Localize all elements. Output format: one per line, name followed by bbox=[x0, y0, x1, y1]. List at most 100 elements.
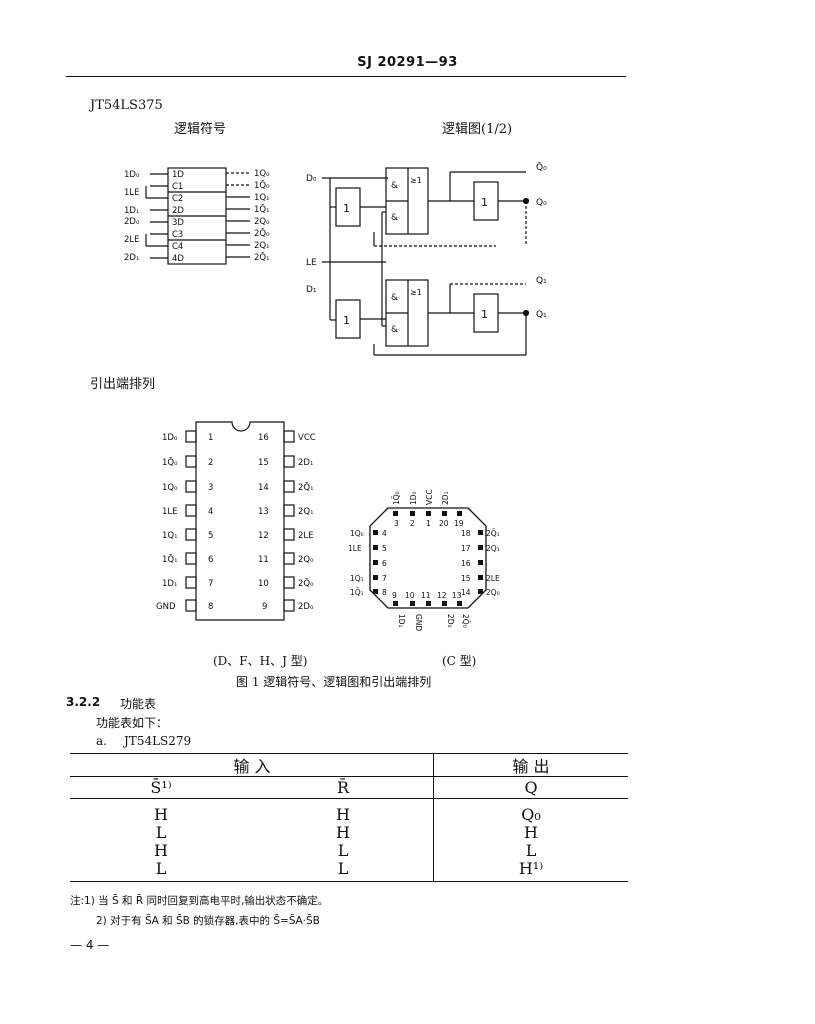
header-rule bbox=[66, 76, 626, 77]
lcc-pin-num: 1 bbox=[426, 519, 431, 528]
table-cell: L bbox=[337, 858, 349, 878]
dip-pin-num: 7 bbox=[208, 579, 213, 589]
caption-pinout: 引出端排列 bbox=[90, 377, 156, 392]
ls-left-label: 2LE bbox=[124, 235, 140, 245]
and-gate-label: & bbox=[391, 293, 398, 303]
dip-pin-name: 2Q₁ bbox=[298, 507, 314, 517]
section-title: 功能表 bbox=[120, 697, 157, 711]
inverter-label: 1 bbox=[481, 308, 488, 321]
ls-right-label: 2Q₁ bbox=[254, 241, 270, 251]
dip-pin-num: 8 bbox=[208, 602, 213, 612]
dip-pin-num: 12 bbox=[258, 531, 269, 541]
table-cell: L bbox=[337, 840, 349, 860]
ls-right-label: 2Q₀ bbox=[254, 217, 270, 227]
ld-output-label: Q₁ bbox=[536, 310, 547, 320]
ls-left-label: 1LE bbox=[124, 188, 140, 198]
lcc-pin-num: 15 bbox=[461, 574, 471, 583]
ls-cell: C4 bbox=[172, 242, 183, 252]
lcc-pin-name: 2LE bbox=[486, 574, 500, 583]
dip-package: 1D₀ 1Q̄₀ 1Q₀ 1LE 1Q₁ 1Q̄₁ 1D₁ GND 1 2 3 … bbox=[156, 421, 316, 621]
ls-left-label: 2D₀ bbox=[124, 217, 140, 227]
table-header: Q bbox=[524, 778, 538, 797]
lcc-pin-num: 17 bbox=[461, 544, 471, 553]
ls-left-label: 1D₀ bbox=[124, 170, 140, 180]
lcc-pin-name: 2D₀ bbox=[446, 614, 455, 628]
dip-pin-name: 1Q₁ bbox=[162, 531, 178, 541]
table-cell: H bbox=[524, 822, 538, 842]
lcc-pin-name: 1D₀ bbox=[409, 491, 418, 505]
page-number: — 4 — bbox=[70, 938, 110, 952]
table-cell: Q₀ bbox=[521, 804, 541, 824]
dip-pin-name: GND bbox=[156, 602, 176, 612]
table-row: L H H bbox=[70, 822, 628, 842]
and-gate-label: & bbox=[391, 325, 398, 335]
dip-pin-num: 14 bbox=[258, 483, 269, 493]
ls-cell: C3 bbox=[172, 230, 183, 240]
dip-pin-num: 4 bbox=[208, 507, 213, 517]
lcc-pin-name: 2Q₁ bbox=[486, 544, 500, 553]
lcc-pin-num: 3 bbox=[394, 519, 399, 528]
lcc-pin-num: 4 bbox=[382, 529, 387, 538]
ls-right-label: 2Q̄₁ bbox=[254, 251, 270, 263]
logic-symbol: 1D₀ 1LE 1D₁ 2D₀ 2LE 2D₁ 1D C1 C2 2D 3D C… bbox=[124, 167, 270, 265]
lcc-pin-num: 5 bbox=[382, 544, 387, 553]
document-code: SJ 20291—93 bbox=[357, 55, 458, 70]
table-row: L L H¹⁾ bbox=[70, 858, 628, 878]
ls-left-label: 1D₁ bbox=[124, 206, 139, 216]
ls-right-label: 1Q₀ bbox=[254, 169, 270, 179]
ls-cell: 4D bbox=[172, 254, 184, 264]
lcc-pin-num: 10 bbox=[405, 591, 415, 600]
caption-dip: (D、F、H、J 型) bbox=[213, 654, 308, 668]
device-name: JT54LS375 bbox=[90, 98, 163, 113]
dip-pin-num: 15 bbox=[258, 458, 269, 468]
table-cell: L bbox=[525, 840, 537, 860]
table-header: R̄ bbox=[336, 778, 350, 797]
lcc-pin-num: 13 bbox=[452, 591, 462, 600]
table-row: H L L bbox=[70, 840, 628, 860]
caption-logic-symbol: 逻辑符号 bbox=[174, 122, 227, 137]
dip-pin-name: 1Q₀ bbox=[162, 483, 178, 493]
table-divider bbox=[433, 754, 434, 882]
lcc-package: 3 2 1 20 19 1Q̄₀ 1D₀ VCC 2D₁ 4 5 6 7 8 1… bbox=[348, 489, 500, 631]
inverter-label: 1 bbox=[343, 202, 350, 215]
lcc-pin-num: 12 bbox=[437, 591, 447, 600]
ld-input-label: D₀ bbox=[306, 174, 317, 184]
lcc-pin-num: 7 bbox=[382, 574, 387, 583]
ls-cell: 2D bbox=[172, 206, 184, 216]
ls-right-label: 1Q₁ bbox=[254, 193, 270, 203]
table-group-input: 输 入 bbox=[233, 757, 271, 776]
or-gate-label: ≥1 bbox=[410, 176, 422, 185]
table-cell: L bbox=[155, 822, 167, 842]
lcc-pin-name: 1Q̄₀ bbox=[392, 491, 401, 505]
table-cell: H¹⁾ bbox=[518, 858, 544, 878]
lcc-pin-num: 11 bbox=[421, 591, 431, 600]
footnote: 2) 对于有 S̄A 和 S̄B 的锁存器,表中的 S̄=S̄A·S̄B bbox=[96, 915, 320, 927]
table-group-output: 输 出 bbox=[512, 757, 550, 776]
ld-output-label: Q₀ bbox=[536, 198, 547, 208]
lcc-pin-name: 1Q₁ bbox=[350, 574, 364, 583]
logic-diagram: D₀ LE D₁ 1 1 1 1 & & & & ≥1 ≥1 Q̄₀ Q₀ Q₁… bbox=[306, 161, 547, 356]
and-gate-label: & bbox=[391, 181, 398, 191]
lcc-pin-num: 16 bbox=[461, 559, 471, 568]
ld-input-label: LE bbox=[306, 258, 317, 268]
section-number: 3.2.2 bbox=[66, 695, 101, 709]
ls-cell: 3D bbox=[172, 218, 184, 228]
or-gate-label: ≥1 bbox=[410, 288, 422, 297]
function-table: 输 入 输 出 S̄¹⁾ R̄ Q H H Q₀ L H H H L bbox=[70, 753, 628, 882]
lcc-pin-num: 6 bbox=[382, 559, 387, 568]
lcc-pin-name: 2D₁ bbox=[441, 491, 450, 505]
lcc-pin-num: 8 bbox=[382, 588, 387, 597]
dip-pin-name: 1D₁ bbox=[162, 579, 177, 589]
table-cell: H bbox=[154, 840, 168, 860]
dip-pin-num: 11 bbox=[258, 555, 269, 565]
caption-logic-diagram: 逻辑图(1/2) bbox=[442, 122, 513, 137]
lcc-pin-num: 19 bbox=[454, 519, 464, 528]
lcc-pin-name: 2Q̄₀ bbox=[461, 614, 470, 628]
list-marker: a. bbox=[96, 734, 107, 748]
lcc-pin-num: 2 bbox=[410, 519, 415, 528]
dip-pin-name: 2D₀ bbox=[298, 602, 314, 612]
dip-pin-num: 10 bbox=[258, 579, 269, 589]
table-cell: L bbox=[155, 858, 167, 878]
lcc-pin-num: 9 bbox=[392, 591, 397, 600]
ls-cell: 1D bbox=[172, 170, 184, 180]
